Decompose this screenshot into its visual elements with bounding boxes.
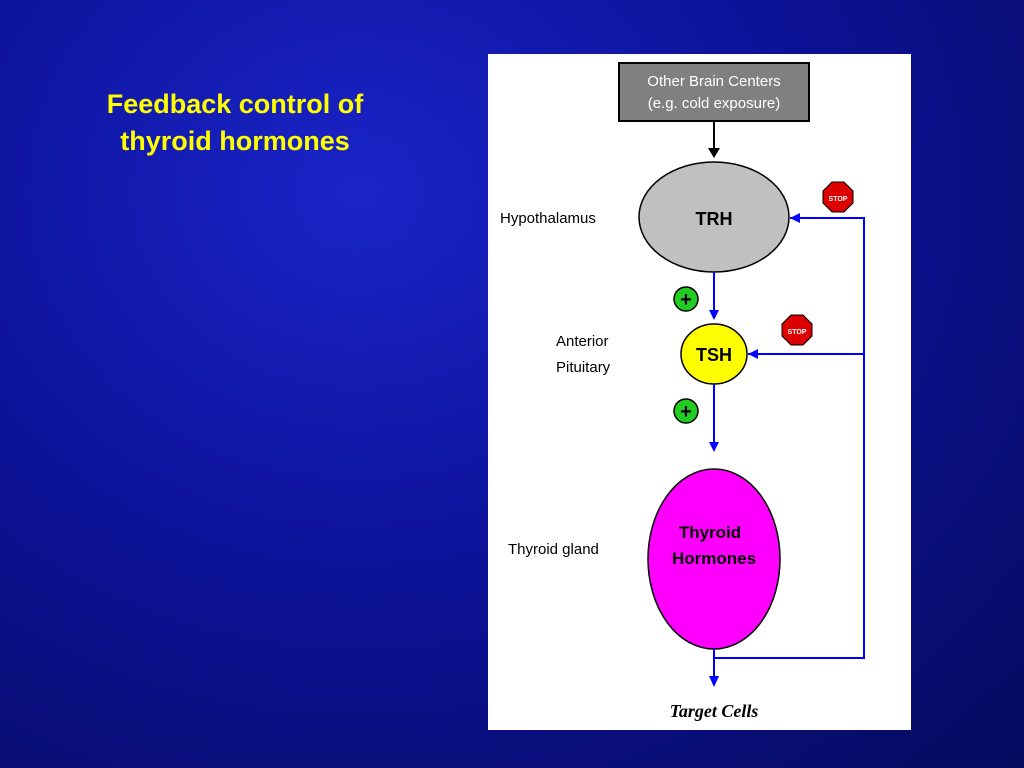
slide-title: Feedback control of thyroid hormones <box>40 86 430 160</box>
thyroid-hormones-node: Thyroid Hormones <box>647 468 781 650</box>
plus-symbol-2: + <box>680 401 692 423</box>
feedback-tsh-arrowhead <box>748 349 758 359</box>
other-brain-centers-box: Other Brain Centers (e.g. cold exposure) <box>618 62 810 122</box>
hormones-label-line1: Thyroid <box>679 523 741 542</box>
feedback-diagram: Other Brain Centers (e.g. cold exposure)… <box>488 54 911 730</box>
plus-symbol-1: + <box>680 289 692 311</box>
tsh-node: TSH <box>680 323 748 385</box>
output-arrow-head <box>709 676 719 687</box>
hormones-label-line2: Hormones <box>672 549 756 568</box>
stop-sign-icon-1: STOP <box>822 181 854 213</box>
slide-title-line1: Feedback control of <box>106 89 364 119</box>
pituitary-label-line1: Anterior <box>556 333 609 350</box>
stop-sign-text-2: STOP <box>788 329 807 336</box>
stimulate-icon-2: + <box>673 398 699 424</box>
trh-to-tsh-arrowhead <box>709 310 719 320</box>
input-arrow-head <box>708 148 720 158</box>
stop-sign-icon-2: STOP <box>781 314 813 346</box>
trh-label: TRH <box>696 209 733 229</box>
slide-title-line2: thyroid hormones <box>120 126 350 156</box>
diagram-canvas: Other Brain Centers (e.g. cold exposure)… <box>500 62 865 721</box>
pituitary-label-line2: Pituitary <box>556 359 611 376</box>
target-cells-label: Target Cells <box>670 701 759 721</box>
tsh-to-thyroid-arrowhead <box>709 442 719 452</box>
hypothalamus-label: Hypothalamus <box>500 210 596 227</box>
feedback-trh-arrowhead <box>790 213 800 223</box>
top-box-line1: Other Brain Centers <box>647 73 780 90</box>
tsh-label: TSH <box>696 345 732 365</box>
stimulate-icon-1: + <box>673 286 699 312</box>
trh-node: TRH <box>638 161 790 273</box>
stop-sign-text-1: STOP <box>829 196 848 203</box>
thyroid-gland-label: Thyroid gland <box>508 541 599 558</box>
top-box-line2: (e.g. cold exposure) <box>648 95 781 112</box>
feedback-loop-line <box>714 217 865 659</box>
